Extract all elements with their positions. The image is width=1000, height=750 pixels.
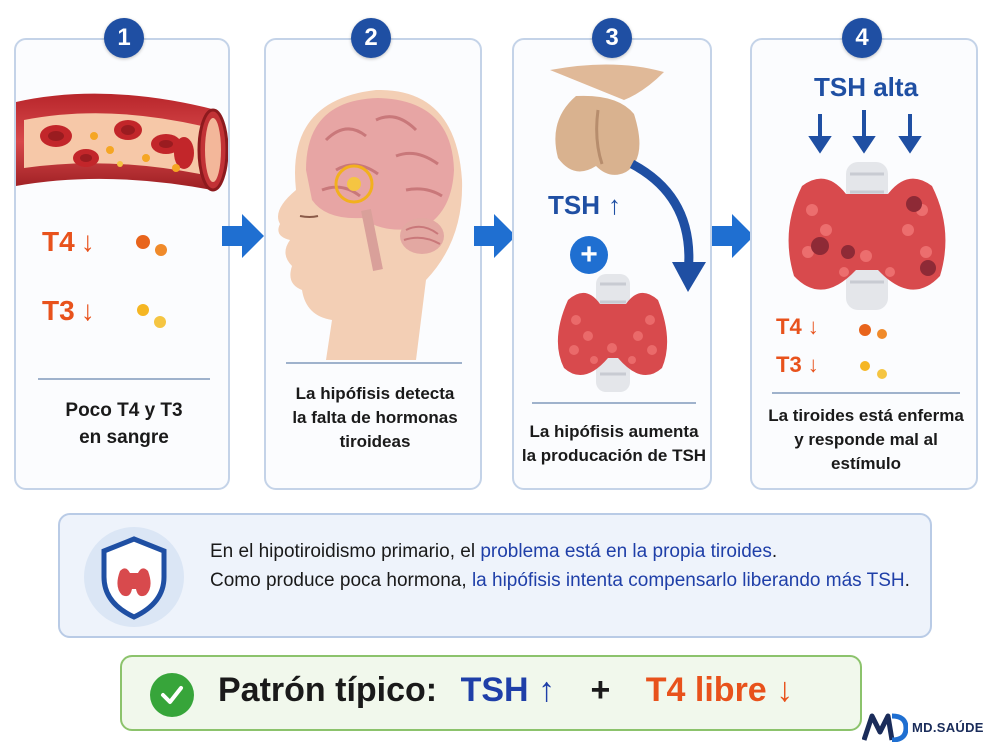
pattern-down-arrow-icon: ↓ <box>776 671 794 709</box>
step-4-t3-text: T3 <box>776 352 802 377</box>
curved-arrow-icon <box>629 160 706 292</box>
t4-down-arrow-icon: ↓ <box>80 226 95 257</box>
pattern-text: Patrón típico: TSH ↑ + T4 libre ↓ <box>218 671 793 710</box>
flow-arrow-3-icon <box>712 214 754 258</box>
flow-arrow-1-icon <box>222 214 264 258</box>
tsh-down-arrows-icon <box>808 110 922 154</box>
info-text-4: . <box>904 570 910 592</box>
brand: MD.SAÚDE <box>862 712 984 742</box>
blood-vessel-illustration <box>16 93 228 192</box>
t4-dots <box>136 235 167 256</box>
brain-head-illustration <box>278 89 463 360</box>
info-box: En el hipotiroidismo primario, el proble… <box>58 513 932 638</box>
step-1-caption: Poco T4 y T3 en sangre <box>65 400 183 448</box>
step-number-1: 1 <box>104 18 144 58</box>
t3-text: T3 <box>42 295 75 326</box>
info-text: En el hipotiroidismo primario, el proble… <box>210 537 910 596</box>
step-3-divider <box>532 402 696 404</box>
t3-low-label: T3↓ <box>42 295 95 327</box>
pattern-tsh: TSH ↑ <box>461 671 555 709</box>
diseased-thyroid-illustration <box>788 162 946 310</box>
step-4-t3-dots <box>860 361 887 379</box>
step-number-3: 3 <box>592 18 632 58</box>
pattern-t4-text: T4 libre <box>645 671 767 709</box>
t4-low-label: T4↓ <box>42 226 95 258</box>
plus-icon: + <box>570 236 608 274</box>
pattern-label: Patrón típico: <box>218 671 438 709</box>
step-panel-4: TSH alta T4↓ T3↓ La tiroides está enferm… <box>750 38 978 490</box>
check-icon <box>150 673 194 717</box>
pattern-box: Patrón típico: TSH ↑ + T4 libre ↓ <box>120 655 862 731</box>
step-2-divider <box>286 362 462 364</box>
flow-arrow-2-icon <box>474 214 516 258</box>
step-4-t4-dots <box>859 324 887 339</box>
step-4-divider <box>772 392 960 394</box>
step-4-t4-text: T4 <box>776 314 802 339</box>
tsh-up-arrow-icon: ↑ <box>608 190 621 220</box>
t3-down-arrow-icon: ↓ <box>80 295 95 326</box>
pattern-up-arrow-icon: ↑ <box>538 671 556 709</box>
brand-name: MD.SAÚDE <box>912 719 984 735</box>
step-panel-2: La hipófisis detecta la falta de hormona… <box>264 38 482 490</box>
t3-dots <box>137 304 166 328</box>
pattern-tsh-text: TSH <box>460 671 529 709</box>
step-4-t3-down-arrow-icon: ↓ <box>807 352 819 377</box>
step-4-t4-down-arrow-icon: ↓ <box>807 314 819 339</box>
step-1-divider <box>38 378 210 380</box>
info-text-2: . <box>771 541 778 562</box>
info-highlight-2: la hipófisis intenta compensarlo liberan… <box>471 570 905 592</box>
step-2-caption: La hipófisis detecta la falta de hormona… <box>292 384 458 451</box>
tsh-up-label: TSH ↑ <box>548 190 621 221</box>
step-4-t4-low-label: T4↓ <box>776 314 819 340</box>
pituitary-gland-illustration <box>550 64 664 175</box>
info-text-1: En el hipotiroidismo primario, el <box>210 541 481 562</box>
step-number-2: 2 <box>351 18 391 58</box>
pattern-t4: T4 libre ↓ <box>646 671 793 709</box>
step-4-caption: La tiroides está enferma y responde mal … <box>768 406 964 473</box>
info-highlight-1: problema está en la propia tiroides <box>480 541 772 562</box>
step-panel-1: T4↓ T3↓ Poco T4 y T3 en sangre <box>14 38 230 490</box>
pattern-plus: + <box>590 671 611 709</box>
step-3-caption: La hipófisis aumenta la producación de T… <box>521 422 707 465</box>
info-text-3: Como produce poca hormona, <box>210 570 472 592</box>
tsh-high-label: TSH alta <box>814 72 919 102</box>
md-saude-logo-icon <box>862 713 908 742</box>
step-number-4: 4 <box>842 18 882 58</box>
step-panel-3: TSH ↑ + La hipófisis aumenta la producaci… <box>512 38 712 490</box>
t4-text: T4 <box>42 226 75 257</box>
tsh-text: TSH <box>548 190 600 220</box>
step-4-t3-low-label: T3↓ <box>776 352 819 378</box>
thyroid-shield-icon <box>84 527 184 627</box>
